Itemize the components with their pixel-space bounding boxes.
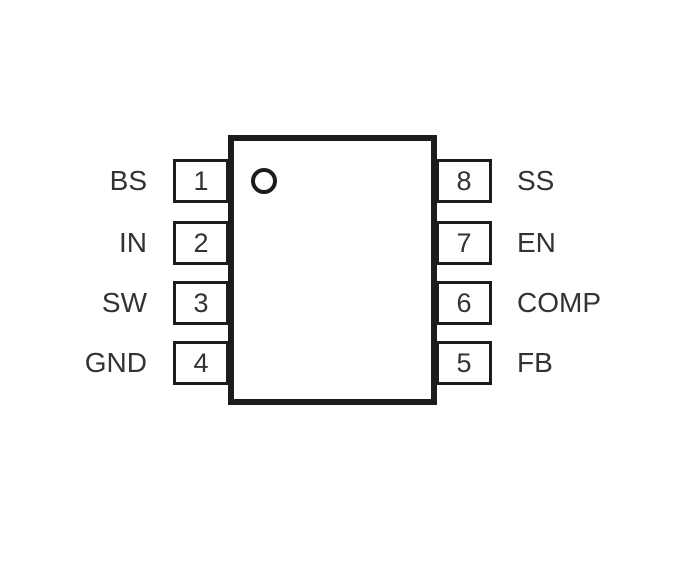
- pin-box-6: 6: [436, 281, 492, 325]
- pin-box-3: 3: [173, 281, 229, 325]
- pin-box-1: 1: [173, 159, 229, 203]
- pin1-indicator-dot-icon: [251, 168, 277, 194]
- pin-label-ss: SS: [517, 165, 555, 196]
- pin-box-2: 2: [173, 221, 229, 265]
- pin-label-bs: BS: [109, 165, 147, 196]
- ic-package-body: [228, 135, 437, 405]
- pin-label-fb: FB: [517, 347, 553, 378]
- pin-label-gnd: GND: [84, 347, 147, 378]
- pin-label-in: IN: [119, 227, 147, 258]
- pin-box-8: 8: [436, 159, 492, 203]
- pin-label-sw: SW: [101, 287, 147, 318]
- pin-box-4: 4: [173, 341, 229, 385]
- pin-label-comp: COMP: [517, 287, 601, 318]
- pin-box-7: 7: [436, 221, 492, 265]
- pin-label-en: EN: [517, 227, 556, 258]
- pin-box-5: 5: [436, 341, 492, 385]
